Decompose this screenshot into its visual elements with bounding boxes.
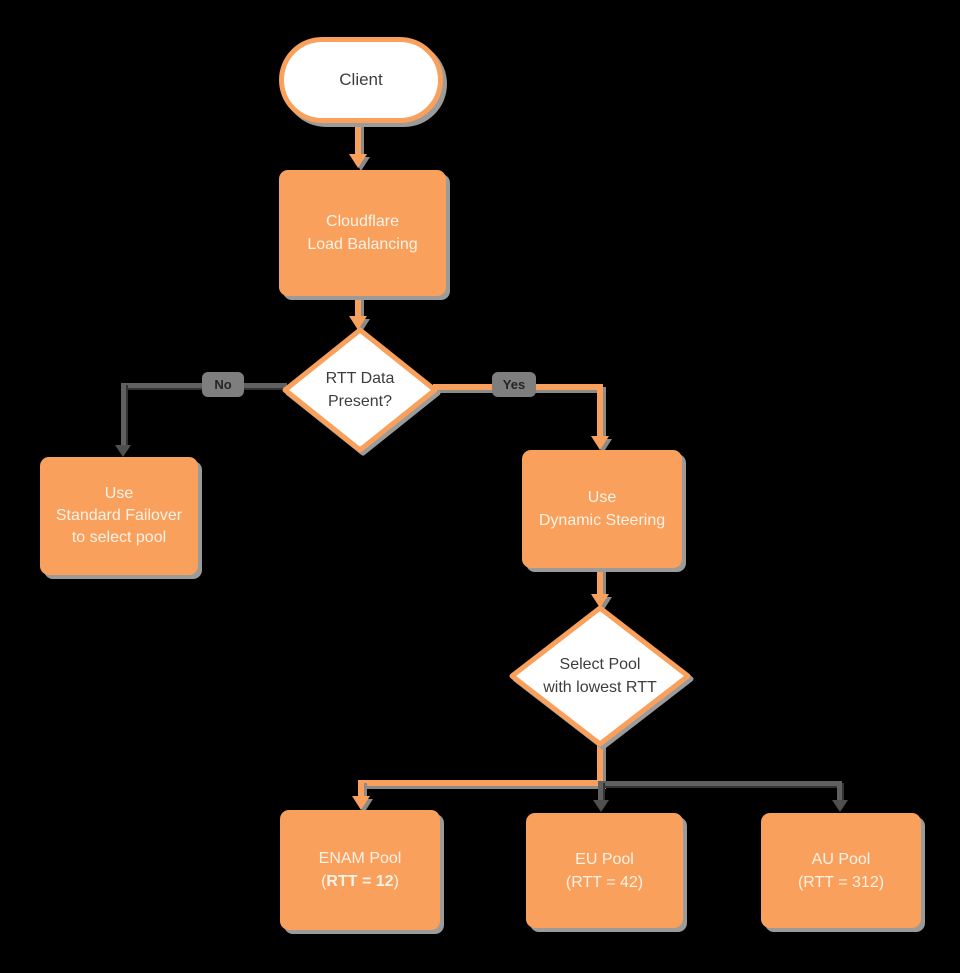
diamond-label: RTT Data Present? — [282, 327, 438, 453]
node-line: Cloudflare — [326, 213, 399, 230]
edge-label-no: No — [202, 372, 244, 397]
arrowhead-down — [115, 445, 131, 457]
arrowhead-down — [352, 796, 370, 810]
node-line: Use — [104, 485, 134, 502]
node-rtt-data-present: RTT Data Present? — [282, 327, 438, 453]
node-cloudflare-load-balancing: Cloudflare Load Balancing — [279, 170, 446, 296]
node-client: Client — [279, 37, 443, 123]
edge-segment — [355, 124, 361, 156]
edge-segment — [358, 780, 603, 786]
node-line: Load Balancing — [307, 236, 418, 253]
node-line: Present? — [327, 393, 393, 410]
node-line: RTT Data — [325, 370, 395, 387]
rtt-value-bold: RTT = 12 — [326, 873, 394, 890]
edge-label-yes: Yes — [492, 372, 536, 397]
arrowhead-down — [591, 436, 609, 450]
diamond-shape — [509, 605, 691, 747]
edge-segment — [121, 383, 126, 447]
arrowhead-down — [349, 316, 367, 330]
edge-segment — [358, 780, 364, 798]
edge-segment — [837, 781, 842, 801]
node-line: EU Pool — [575, 850, 634, 868]
node-line: AU Pool — [811, 850, 871, 868]
node-enam-pool: ENAM Pool (RTT = 12) — [280, 810, 440, 930]
node-line: Use — [587, 489, 617, 506]
node-line: (RTT = 42) — [565, 873, 644, 891]
node-line: Dynamic Steering — [538, 512, 666, 529]
node-au-pool: AU Pool (RTT = 312) — [761, 813, 921, 928]
arrowhead-down — [349, 154, 367, 168]
arrowhead-down — [593, 800, 609, 812]
diamond-shape — [282, 327, 438, 453]
diamond-label: Select Pool with lowest RTT — [509, 605, 691, 747]
paren-close: ) — [393, 873, 399, 890]
edge-segment — [597, 745, 603, 785]
edge-segment — [600, 781, 840, 786]
arrowhead-down — [832, 800, 848, 812]
paren-open: ( — [321, 873, 327, 890]
node-eu-pool: EU Pool (RTT = 42) — [526, 813, 683, 928]
edge-segment — [355, 296, 361, 318]
node-client-label: Client — [339, 70, 383, 89]
node-use-standard-failover: Use Standard Failover to select pool — [40, 457, 198, 575]
arrowhead-down — [591, 594, 609, 608]
node-line: (RTT = 12) — [321, 870, 399, 893]
edge-segment — [597, 384, 603, 436]
node-line: with lowest RTT — [543, 679, 657, 696]
node-line: Select Pool — [559, 656, 641, 673]
node-use-dynamic-steering: Use Dynamic Steering — [522, 450, 682, 568]
node-line: Standard Failover — [55, 507, 183, 524]
node-line: (RTT = 312) — [797, 873, 885, 891]
node-line: ENAM Pool — [318, 850, 402, 867]
edge-segment — [598, 781, 603, 801]
node-select-pool-lowest-rtt: Select Pool with lowest RTT — [509, 605, 691, 747]
edge-segment — [597, 568, 603, 594]
node-line: to select pool — [71, 529, 167, 546]
